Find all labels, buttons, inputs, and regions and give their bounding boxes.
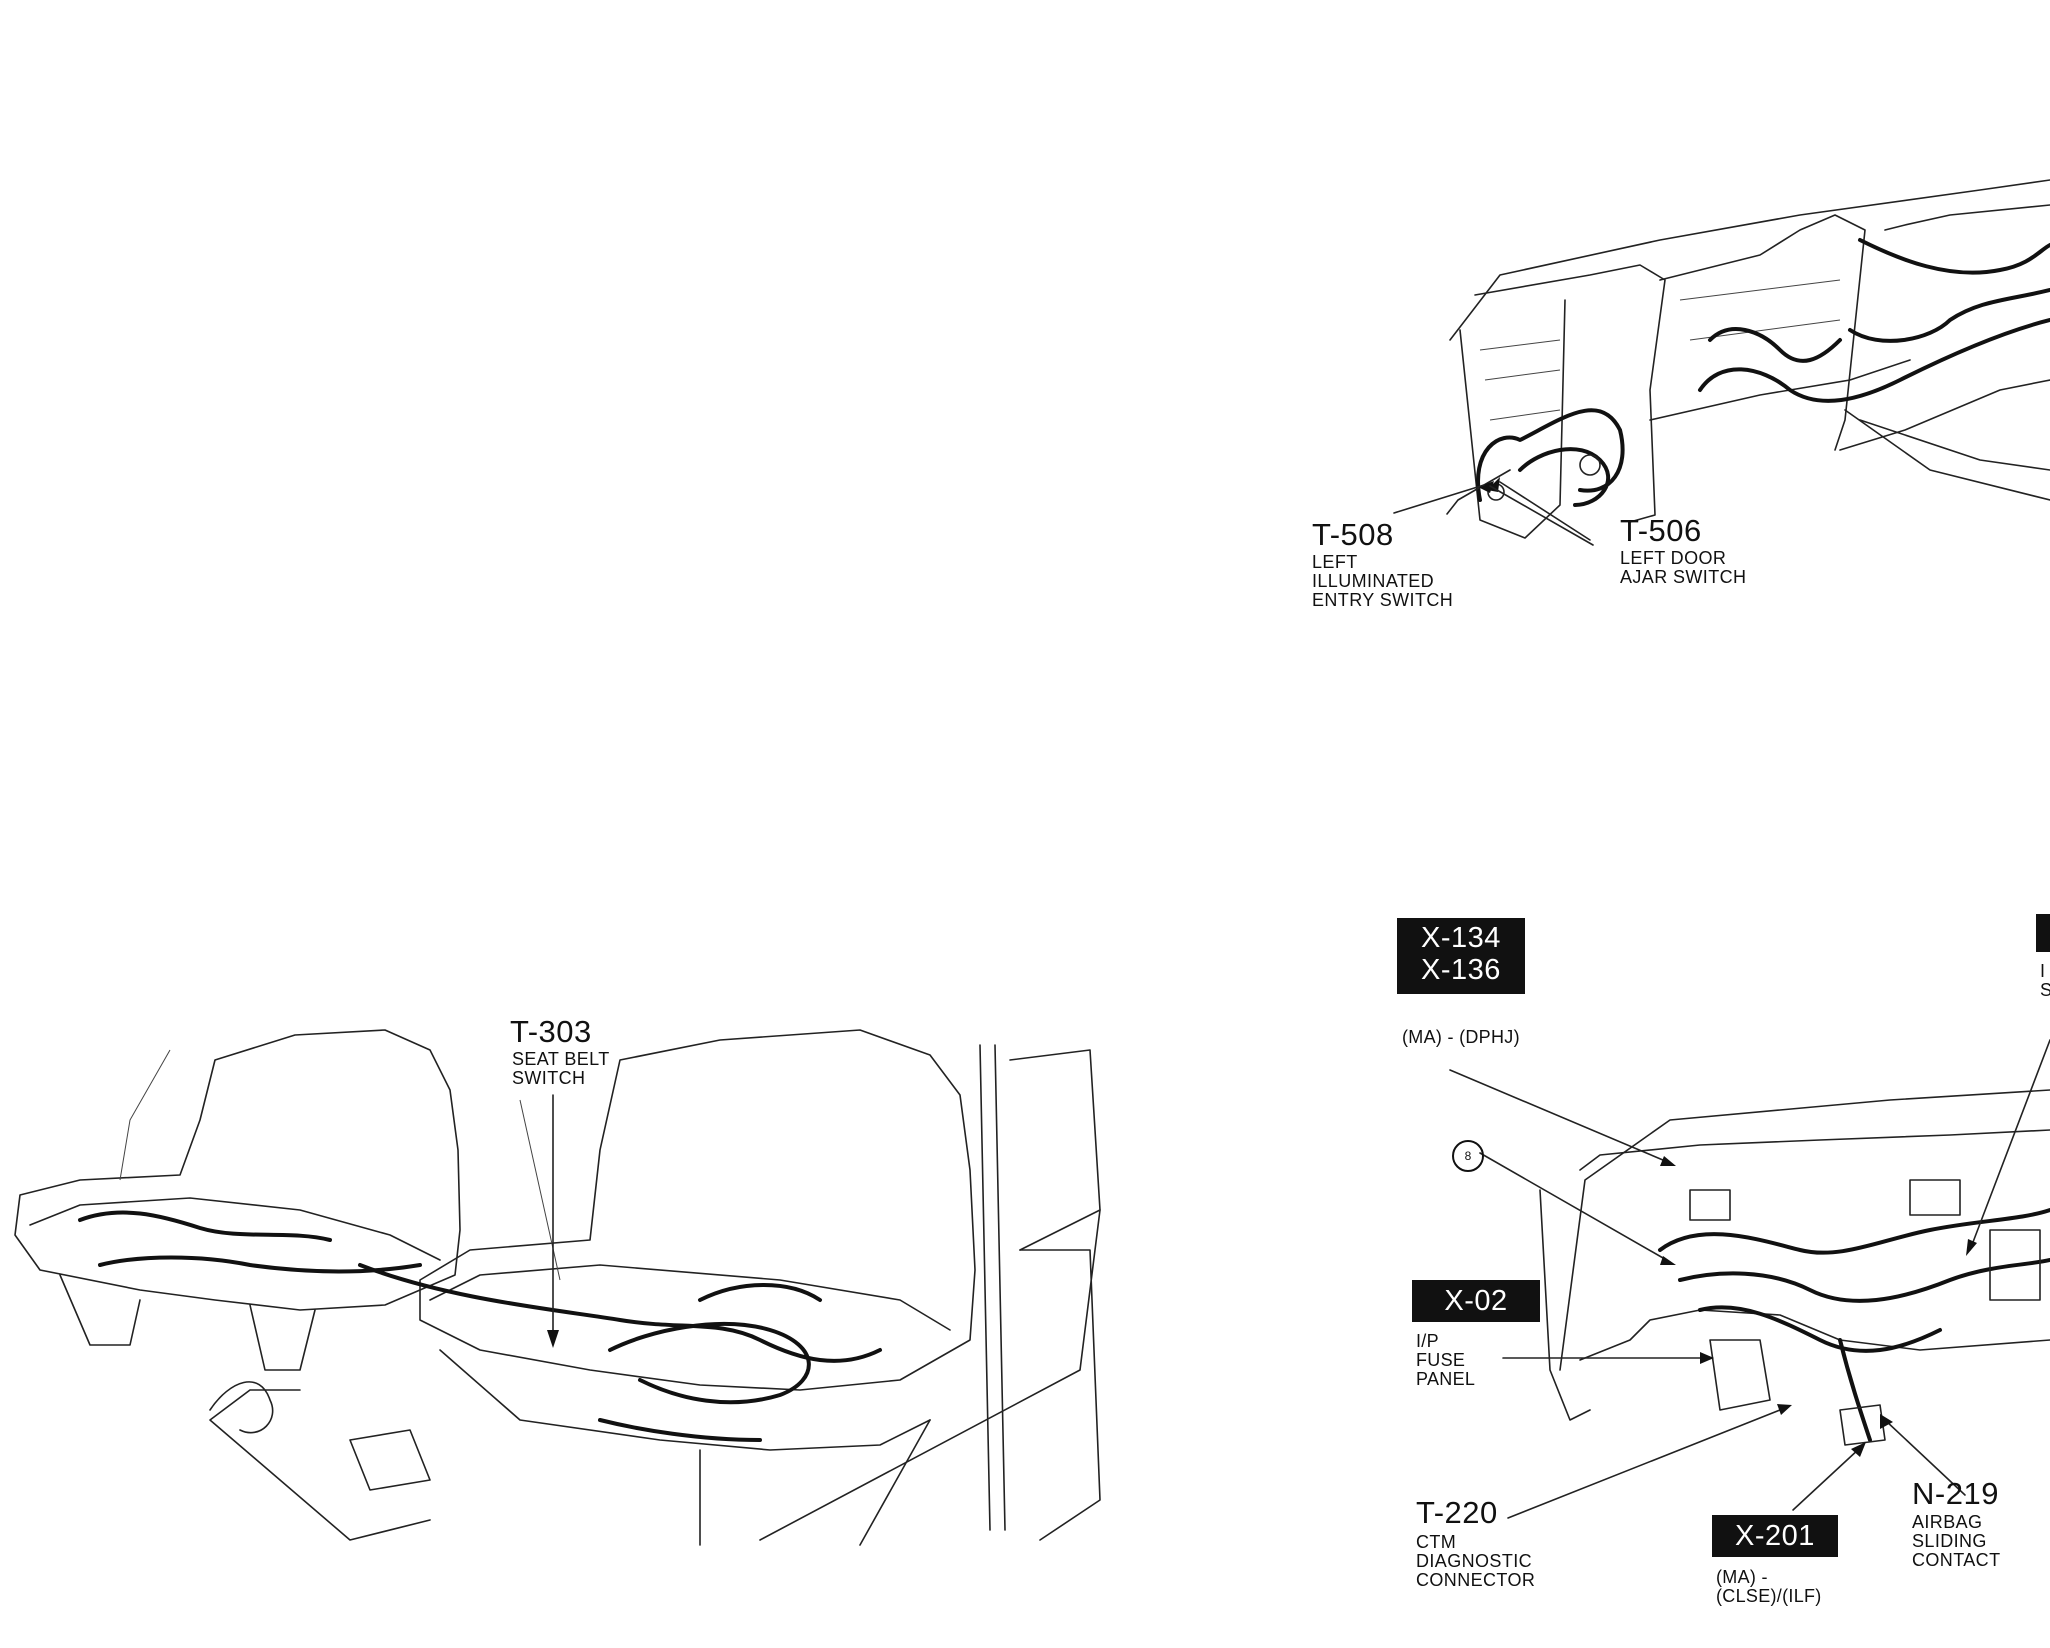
x134-x136-box: X-134 X-136 [1397, 918, 1525, 994]
t508-description: LEFT ILLUMINATED ENTRY SWITCH [1312, 552, 1454, 610]
circle-8-marker: 8 [1452, 1140, 1484, 1172]
t506-description: LEFT DOOR AJAR SWITCH [1620, 548, 1747, 587]
partial-right-box [2036, 914, 2050, 952]
t508-code: T-508 [1312, 517, 1394, 552]
instrument-panel-harness-illustration-icon [1449, 1039, 2050, 1519]
n219-description: AIRBAG SLIDING CONTACT [1912, 1512, 2001, 1570]
t506-code: T-506 [1620, 513, 1702, 548]
t506-leader-line [1489, 485, 1594, 546]
t220-description: CTM DIAGNOSTIC CONNECTOR [1416, 1532, 1536, 1590]
x02-box: X-02 [1412, 1280, 1540, 1322]
door-harness-illustration-icon [1446, 179, 2050, 541]
n219-code: N-219 [1912, 1476, 1999, 1511]
t303-description: SEAT BELT SWITCH [512, 1049, 610, 1088]
t508-leader-line [1393, 484, 1485, 514]
ma-dphj-label: (MA) - (DPHJ) [1402, 1027, 1520, 1047]
ip-fuse-panel-label: I/P FUSE PANEL [1416, 1331, 1476, 1389]
seat-harness-illustration-icon [14, 1029, 1101, 1546]
partial-right-label: I S [2040, 961, 2050, 1000]
t220-code: T-220 [1416, 1495, 1498, 1530]
t303-code: T-303 [510, 1014, 592, 1049]
x201-description: (MA) - (CLSE)/(ILF) [1716, 1567, 1822, 1606]
x201-box: X-201 [1712, 1515, 1838, 1557]
